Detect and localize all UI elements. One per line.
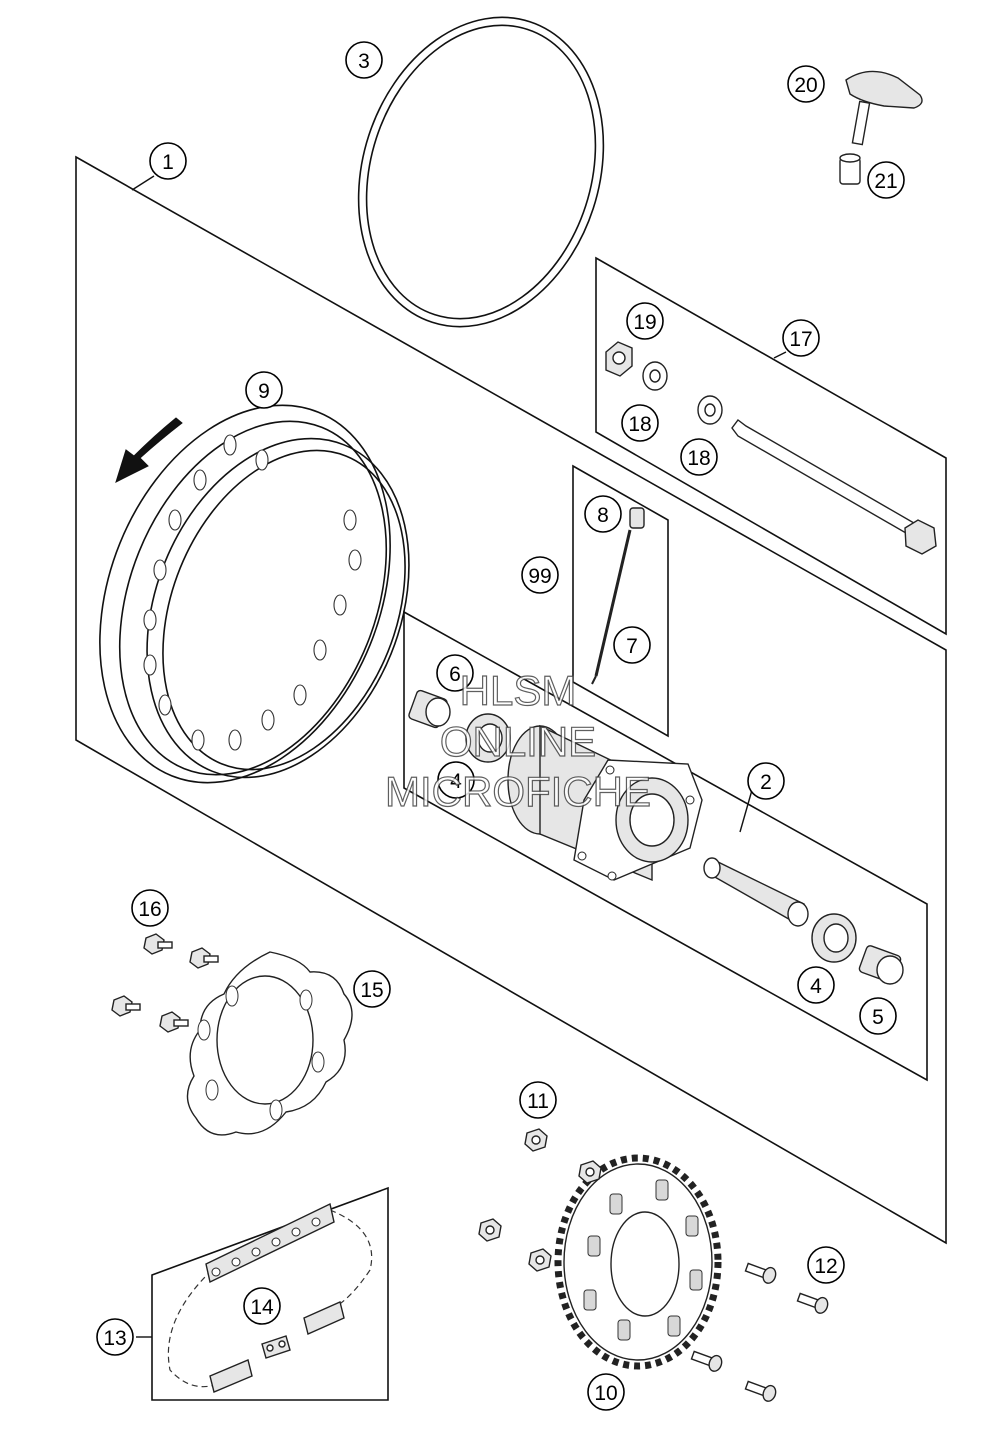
svg-text:99: 99	[528, 565, 551, 588]
callout-19: 19	[626, 302, 664, 340]
brake-disc-part	[186, 951, 353, 1136]
svg-text:8: 8	[597, 504, 609, 527]
spacer-right-part	[858, 945, 904, 985]
svg-text:21: 21	[874, 170, 897, 193]
spacer-left-part	[408, 689, 451, 729]
callout-14: 14	[243, 1287, 281, 1325]
callout-21: 21	[867, 161, 905, 199]
callout-6: 6	[436, 654, 474, 692]
svg-text:4: 4	[450, 770, 462, 793]
sprocket-nuts-part	[478, 1128, 602, 1272]
callout-7: 7	[613, 626, 651, 664]
valve-part	[839, 70, 923, 185]
svg-text:7: 7	[626, 635, 638, 658]
svg-text:14: 14	[250, 1296, 274, 1319]
callout-18-left: 18	[621, 404, 659, 442]
callout-11: 11	[519, 1081, 557, 1119]
svg-text:18: 18	[628, 413, 651, 436]
callout-5: 5	[859, 997, 897, 1035]
svg-text:4: 4	[810, 975, 822, 998]
svg-text:ONLINE: ONLINE	[440, 718, 596, 765]
bearing-right-part	[811, 913, 857, 963]
rim-part	[99, 404, 410, 784]
callout-4-left: 4	[437, 761, 475, 799]
master-link-part	[261, 1335, 291, 1359]
callout-13: 13	[96, 1318, 134, 1356]
svg-text:16: 16	[138, 898, 161, 921]
svg-text:13: 13	[103, 1327, 126, 1350]
callout-3: 3	[345, 41, 383, 79]
frame-complete-wheel	[75, 155, 947, 1245]
callout-16: 16	[131, 889, 169, 927]
frame-axle-set	[595, 256, 947, 636]
frame-hub-assembly	[403, 610, 928, 1082]
svg-text:19: 19	[633, 311, 656, 334]
svg-text:3: 3	[358, 50, 370, 73]
washer-inner-part	[697, 395, 723, 425]
callout-10: 10	[587, 1373, 625, 1411]
axle-nut-part	[605, 341, 633, 377]
hub-part	[507, 724, 703, 882]
svg-text:20: 20	[794, 74, 817, 97]
callout-4-right: 4	[797, 966, 835, 1004]
callout-17: 17	[782, 319, 820, 357]
svg-text:17: 17	[789, 328, 812, 351]
callout-99: 99	[521, 556, 559, 594]
svg-text:1: 1	[162, 151, 174, 174]
callout-9: 9	[245, 371, 283, 409]
rotation-arrow-icon	[115, 417, 183, 483]
chain-part	[167, 1202, 373, 1393]
callout-12: 12	[807, 1246, 845, 1284]
svg-text:5: 5	[872, 1006, 884, 1029]
bearing-left-part	[465, 713, 511, 763]
callout-2: 2	[747, 762, 785, 800]
svg-text:11: 11	[527, 1090, 549, 1113]
spoke-part	[591, 507, 645, 685]
disc-screws-part	[111, 933, 219, 1033]
svg-text:9: 9	[258, 380, 270, 403]
svg-text:18: 18	[687, 447, 710, 470]
callout-20: 20	[787, 65, 825, 103]
hub-spacer-part	[703, 857, 809, 927]
svg-text:HLSM: HLSM	[460, 667, 577, 714]
sprocket-screws-part	[690, 1262, 829, 1402]
svg-text:6: 6	[449, 663, 461, 686]
svg-text:15: 15	[360, 979, 383, 1002]
leader-lines	[131, 175, 787, 1338]
svg-text:12: 12	[814, 1255, 837, 1278]
callout-8: 8	[584, 495, 622, 533]
svg-text:2: 2	[760, 771, 772, 794]
svg-text:MICROFICHE: MICROFICHE	[385, 768, 651, 815]
axle-part	[731, 419, 937, 555]
frame-spoke-set	[572, 464, 669, 738]
callout-18-right: 18	[680, 438, 718, 476]
callout-1: 1	[149, 142, 187, 180]
callout-15: 15	[353, 970, 391, 1008]
sprocket-part	[554, 1154, 722, 1370]
tire-part	[357, 16, 605, 328]
watermark: HLSM ONLINE MICROFICHE	[384, 666, 651, 815]
washer-outer-part	[642, 361, 668, 391]
svg-text:10: 10	[594, 1382, 617, 1405]
